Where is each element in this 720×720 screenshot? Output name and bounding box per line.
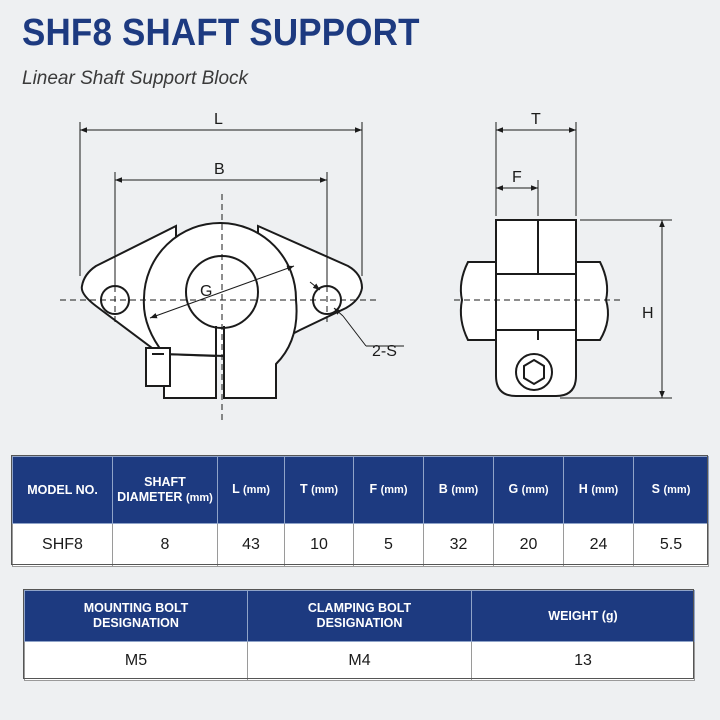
table-row: M5 M4 13: [24, 641, 695, 681]
technical-drawing: L B G 2-S T F H: [60, 111, 672, 420]
dim-label-H: H: [642, 305, 654, 322]
col-header-L: L (mm): [217, 456, 285, 524]
cell-F: 5: [353, 523, 424, 567]
col-header-weight: WEIGHT (g): [471, 590, 695, 642]
dim-label-S: 2-S: [372, 343, 397, 360]
side-body-outline: [495, 219, 577, 397]
page-subtitle: Linear Shaft Support Block: [22, 68, 249, 89]
dim-label-B: B: [214, 161, 225, 178]
cell-T: 10: [284, 523, 354, 567]
col-header-H: H (mm): [563, 456, 634, 524]
cell-H: 24: [563, 523, 634, 567]
col-header-T: T (mm): [284, 456, 354, 524]
col-header-B: B (mm): [423, 456, 494, 524]
hex-socket-icon: [523, 358, 545, 386]
cell-S: 5.5: [633, 523, 709, 567]
cell-weight: 13: [471, 641, 695, 681]
col-header-G: G (mm): [493, 456, 564, 524]
cell-G: 20: [493, 523, 564, 567]
cell-clamping-bolt: M4: [247, 641, 472, 681]
dim-label-T: T: [531, 111, 541, 128]
table-row: SHF8 8 43 10 5 32 20 24 5.5: [12, 523, 709, 567]
cell-shaft-diameter: 8: [112, 523, 218, 567]
cell-mounting-bolt: M5: [24, 641, 248, 681]
dim-label-F: F: [512, 169, 522, 186]
col-header-S: S (mm): [633, 456, 709, 524]
dim-label-G: G: [200, 283, 212, 300]
col-header-model: MODEL NO.: [12, 456, 113, 524]
dim-label-L: L: [214, 111, 223, 128]
cell-L: 43: [217, 523, 285, 567]
side-view: [459, 219, 609, 397]
col-header-F: F (mm): [353, 456, 424, 524]
cell-B: 32: [423, 523, 494, 567]
cell-model: SHF8: [12, 523, 113, 567]
page-title: SHF8 SHAFT SUPPORT: [22, 12, 420, 54]
